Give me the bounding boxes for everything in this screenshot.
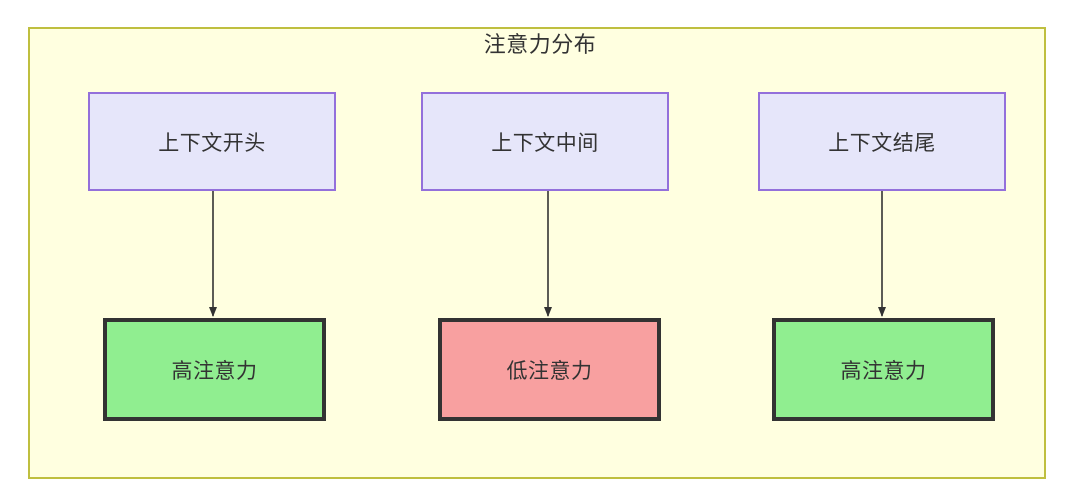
- node-high-attention-end-label: 高注意力: [840, 359, 927, 383]
- diagram-title: 注意力分布: [483, 32, 597, 57]
- node-context-end-label: 上下文结尾: [828, 131, 936, 155]
- node-context-middle[interactable]: 上下文中间: [421, 92, 669, 191]
- node-context-start[interactable]: 上下文开头: [88, 92, 336, 191]
- node-high-attention-start[interactable]: 高注意力: [103, 318, 326, 421]
- node-high-attention-start-label: 高注意力: [171, 359, 258, 383]
- node-context-end[interactable]: 上下文结尾: [758, 92, 1006, 191]
- node-context-start-label: 上下文开头: [158, 131, 266, 155]
- node-low-attention-middle-label: 低注意力: [506, 359, 593, 383]
- node-low-attention-middle[interactable]: 低注意力: [438, 318, 661, 421]
- node-high-attention-end[interactable]: 高注意力: [772, 318, 995, 421]
- node-context-middle-label: 上下文中间: [491, 131, 599, 155]
